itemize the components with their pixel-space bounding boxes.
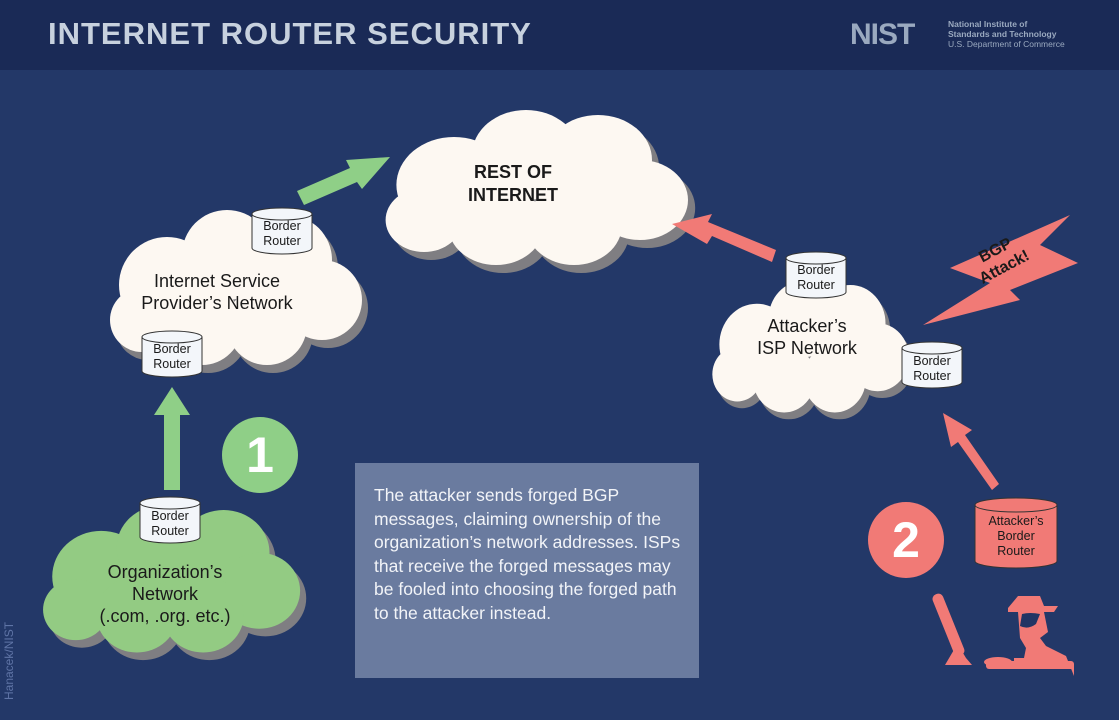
page-title: INTERNET ROUTER SECURITY [48, 16, 532, 51]
bgp-attack-bolt-icon [923, 215, 1078, 325]
nist-logo: NIST National Institute of Standards and… [850, 18, 1070, 52]
router-attacker-isp-top-icon [785, 251, 847, 299]
router-label-line-1: Border [263, 219, 301, 233]
explanation-text: The attacker sends forged BGP messages, … [374, 485, 681, 623]
router-label-line-1: Border [153, 342, 191, 356]
router-label-line-2: Router [153, 357, 191, 371]
router-label-line-1: Attacker’s [988, 514, 1044, 528]
logo-line-3: U.S. Department of Commerce [948, 39, 1065, 49]
arrow-isp-to-internet-icon [297, 157, 390, 205]
nist-logo-text: National Institute of Standards and Tech… [948, 19, 1065, 49]
explanation-box: The attacker sends forged BGP messages, … [355, 463, 699, 678]
attacker-isp-line-1: Attacker’s [767, 316, 847, 336]
attacker-mask-icon [1020, 613, 1040, 628]
router-isp-bottom-label: Border Router [142, 342, 202, 372]
router-attacker-isp-right-icon [901, 341, 963, 389]
router-label-line-2: Router [913, 369, 951, 383]
router-isp-top-label: Border Router [252, 219, 312, 249]
logo-line-2: Standards and Technology [948, 29, 1057, 39]
router-label-line-1: Border [797, 263, 835, 277]
rest-of-internet-line-2: INTERNET [468, 185, 558, 205]
isp-line-1: Internet Service [153, 271, 281, 291]
router-label-line-2: Border [997, 529, 1035, 543]
cloud-attacker-isp-label: Attacker’s ISP Network [727, 315, 887, 359]
arrow-org-to-isp-icon [154, 387, 190, 490]
logo-line-1: National Institute of [948, 19, 1028, 29]
router-organization-label: Border Router [140, 509, 200, 539]
cloud-rest-of-internet-label: REST OF INTERNET [443, 161, 583, 207]
router-label-line-1: Border [151, 509, 189, 523]
isp-line-2: Provider’s Network [141, 293, 293, 313]
router-label-line-1: Border [913, 354, 951, 368]
router-attacker-label: Attacker’s Border Router [975, 514, 1057, 559]
arrow-attacker-router-to-isp-icon [943, 413, 999, 490]
router-isp-top-icon [251, 207, 313, 255]
router-isp-bottom-icon [141, 330, 203, 378]
organization-line-1: Organization’s [107, 562, 223, 582]
image-credit: Hanacek/NIST [2, 621, 16, 700]
nist-logo-mark: NIST [850, 18, 915, 51]
header-bar: INTERNET ROUTER SECURITY NIST National I… [0, 0, 1119, 70]
organization-line-3: (.com, .org. etc.) [99, 606, 231, 626]
router-label-line-2: Router [151, 524, 189, 538]
organization-line-2: Network [131, 584, 198, 604]
cloud-isp-label: Internet Service Provider’s Network [112, 270, 322, 314]
router-organization-icon [139, 496, 201, 544]
router-attacker-isp-right-label: Border Router [902, 354, 962, 384]
router-attacker-isp-top-label: Border Router [786, 263, 846, 293]
step-2-badge: 2 [868, 502, 944, 578]
step-1-badge: 1 [222, 417, 298, 493]
router-label-line-3: Router [997, 544, 1035, 558]
router-label-line-2: Router [263, 234, 301, 248]
rest-of-internet-line-1: REST OF [473, 162, 552, 182]
attacker-isp-line-2: ISP Network [757, 338, 857, 358]
router-label-line-2: Router [797, 278, 835, 292]
attacker-at-computer-icon [932, 593, 1074, 676]
router-attacker-icon [974, 497, 1058, 569]
arrow-attacker-isp-to-internet-icon [672, 214, 776, 262]
cloud-organization-label: Organization’s Network (.com, .org. etc.… [70, 561, 260, 627]
